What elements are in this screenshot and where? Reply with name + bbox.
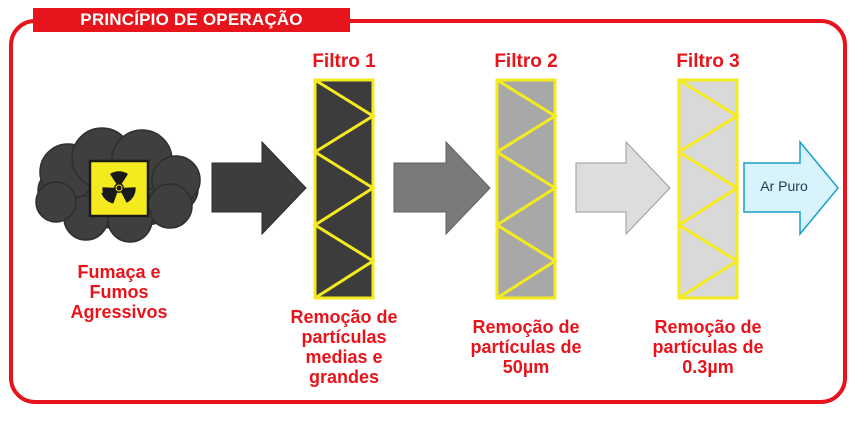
- filter-2-caption: Remoção de partículas de 50µm: [470, 317, 582, 377]
- filter-2: [494, 78, 558, 300]
- flow-arrow-1: [211, 140, 307, 236]
- output-arrow: [743, 139, 839, 237]
- flow-arrow-3: [575, 140, 671, 236]
- source-label: Fumaça e Fumos Agressivos: [70, 262, 168, 322]
- filter-1-caption: Remoção de partículas medias e grandes: [290, 307, 398, 387]
- radiation-icon: [88, 159, 150, 218]
- output-label: Ar Puro: [760, 178, 808, 194]
- filter-3: [676, 78, 740, 300]
- filter-3-caption: Remoção de partículas de 0.3µm: [652, 317, 764, 377]
- diagram-frame: [9, 19, 847, 404]
- filter-3-title: Filtro 3: [676, 51, 740, 72]
- filter-1-title: Filtro 1: [312, 51, 376, 72]
- filter-2-title: Filtro 2: [494, 51, 558, 72]
- flow-arrow-2: [393, 140, 491, 236]
- filter-1: [312, 78, 376, 300]
- page-title: PRINCÍPIO DE OPERAÇÃO: [33, 8, 350, 32]
